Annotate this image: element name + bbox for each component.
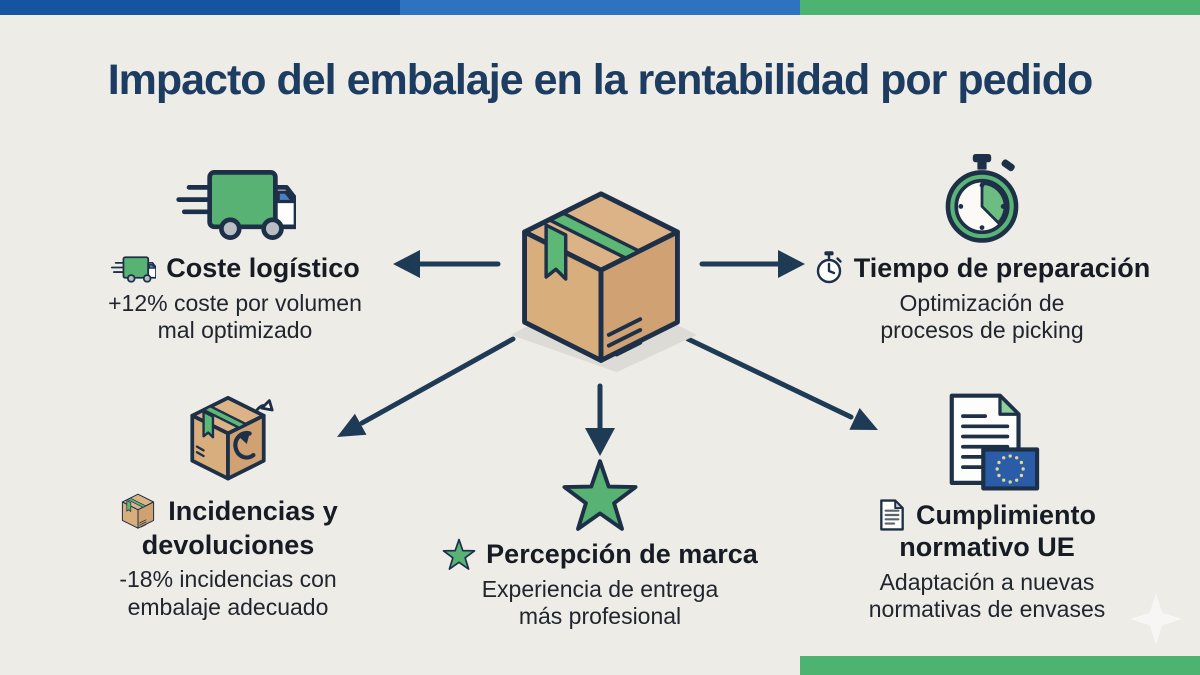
node-title-line2: normativo UE — [899, 532, 1075, 563]
description-line: Adaptación a nuevas — [879, 568, 1095, 595]
node-heading: Cumplimiento — [878, 499, 1096, 531]
package-box-icon — [510, 186, 698, 373]
node-title: Percepción de marca — [486, 539, 758, 570]
bottom-bar-segment-green — [800, 656, 1200, 675]
node-title: Coste logístico — [166, 252, 360, 283]
node-heading: Incidencias y — [118, 493, 338, 529]
top-bar-segment-blue — [400, 0, 800, 15]
arrow-to-percepcion — [585, 383, 615, 456]
arrow-to-tiempo-preparacion — [699, 250, 805, 278]
description-line: Experiencia de entrega — [481, 576, 719, 602]
description-line: normativas de envases — [868, 595, 1106, 622]
node-cumplimiento-normativo: Cumplimiento normativo UE Adaptación a n… — [827, 392, 1147, 623]
node-title: Tiempo de preparación — [853, 252, 1151, 283]
delivery-truck-icon — [174, 156, 296, 246]
arrow-to-coste-logistico — [393, 250, 501, 278]
package-box-icon-small — [118, 493, 158, 529]
description-line: embalaje adecuado — [127, 593, 329, 620]
star-icon — [561, 458, 639, 533]
description-line: Optimización de — [899, 290, 1065, 316]
node-title-line2: devoluciones — [141, 530, 315, 560]
node-heading: Percepción de marca — [442, 538, 758, 571]
description-line: más profesional — [518, 603, 682, 630]
node-percepcion-marca: Percepción de marca Experiencia de entre… — [430, 458, 770, 630]
node-description: +12% coste por volumen mal optimizado — [108, 290, 362, 344]
description-line: +12% coste por volumen — [108, 290, 362, 316]
node-tiempo-preparacion: Tiempo de preparación Optimización de pr… — [812, 154, 1152, 344]
node-description: Experiencia de entrega más profesional — [482, 576, 719, 630]
eu-document-icon — [931, 392, 1043, 494]
star-icon-small — [442, 538, 476, 571]
node-description: -18% incidencias con embalaje adecuado — [119, 566, 336, 620]
central-package — [503, 186, 699, 376]
stopwatch-icon-small — [814, 251, 844, 285]
stopwatch-icon — [940, 154, 1024, 246]
page-title: Impacto del embalaje en la rentabilidad … — [107, 56, 1094, 104]
document-icon-small — [878, 499, 906, 531]
node-description: Adaptación a nuevas normativas de envase… — [869, 569, 1106, 623]
node-incidencias-devoluciones: Incidencias y devoluciones -18% incidenc… — [78, 394, 378, 621]
top-bar-segment-dark-blue — [0, 0, 400, 15]
description-line: procesos de picking — [880, 317, 1084, 344]
description-line: mal optimizado — [157, 317, 313, 344]
description-line: -18% incidencias con — [119, 566, 337, 593]
top-bar-segment-green — [800, 0, 1200, 15]
node-title: Cumplimiento — [916, 500, 1096, 530]
node-heading: Tiempo de preparación — [814, 251, 1151, 285]
node-coste-logistico: Coste logístico +12% coste por volumen m… — [85, 156, 385, 344]
node-description: Optimización de procesos de picking — [880, 290, 1083, 344]
node-title: Incidencias y — [168, 495, 338, 526]
node-heading: Coste logístico — [110, 251, 360, 285]
return-box-icon — [181, 394, 275, 488]
delivery-truck-icon-small — [110, 251, 156, 285]
